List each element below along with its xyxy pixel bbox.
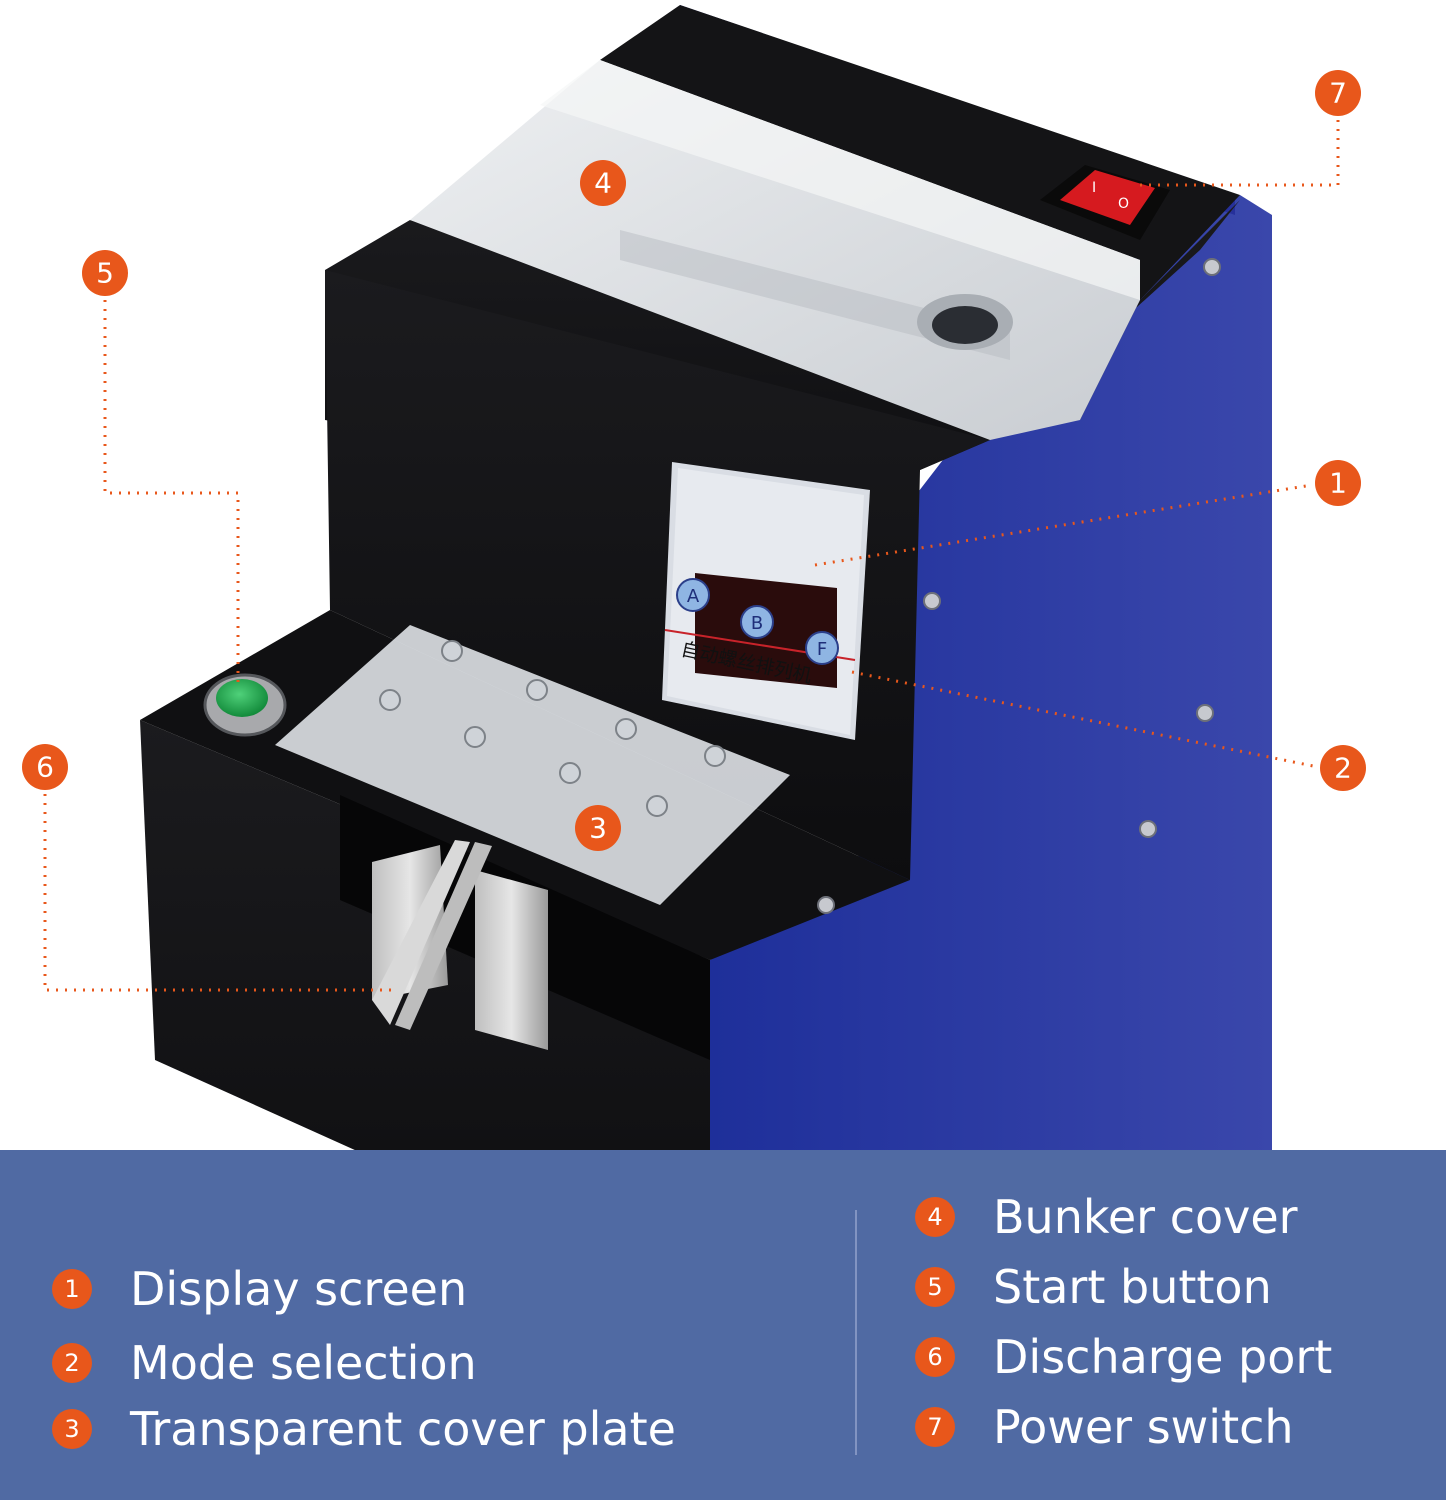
callout-markers: 1 2 3 4 5 6 7 <box>22 70 1366 851</box>
legend-number-badge: 7 <box>915 1407 955 1447</box>
legend-label: Bunker cover <box>993 1190 1298 1244</box>
svg-text:3: 3 <box>589 812 607 845</box>
svg-text:4: 4 <box>594 167 612 200</box>
legend-item-transparent-cover-plate: 3 Transparent cover plate <box>52 1402 676 1456</box>
svg-text:5: 5 <box>96 257 114 290</box>
legend-label: Discharge port <box>993 1330 1333 1384</box>
callout-marker-7: 7 <box>1315 70 1361 116</box>
callout-marker-4: 4 <box>580 160 626 206</box>
legend-label: Power switch <box>993 1400 1294 1454</box>
key-a-button[interactable] <box>676 578 710 612</box>
legend-item-display-screen: 1 Display screen <box>52 1262 467 1316</box>
legend-item-bunker-cover: 4 Bunker cover <box>915 1190 1298 1244</box>
bunker-cover <box>410 60 1140 440</box>
callout-marker-5: 5 <box>82 250 128 296</box>
legend-number-badge: 2 <box>52 1343 92 1383</box>
legend-label: Display screen <box>130 1262 468 1316</box>
legend-panel <box>0 1150 1446 1500</box>
power-switch[interactable]: I O <box>1040 165 1170 240</box>
legend-item-mode-selection: 2 Mode selection <box>52 1336 477 1390</box>
discharge-port <box>372 840 548 1050</box>
legend-item-power-switch: 7 Power switch <box>915 1400 1294 1454</box>
legend-item-discharge-port: 6 Discharge port <box>915 1330 1332 1384</box>
callout-marker-2: 2 <box>1320 745 1366 791</box>
key-b-label: B <box>751 613 763 634</box>
switch-mark-off: O <box>1118 196 1129 212</box>
legend-number-badge: 1 <box>52 1269 92 1309</box>
switch-mark-on: I <box>1092 180 1096 196</box>
key-a-label: A <box>687 586 700 607</box>
legend-label: Mode selection <box>130 1336 477 1390</box>
transparent-cover-plate <box>275 625 790 905</box>
callout-marker-1: 1 <box>1315 460 1361 506</box>
callout-marker-6: 6 <box>22 744 68 790</box>
key-f-button[interactable] <box>805 631 839 665</box>
legend-label: Transparent cover plate <box>130 1402 676 1456</box>
svg-text:7: 7 <box>1329 77 1347 110</box>
svg-text:1: 1 <box>1329 467 1347 500</box>
key-f-label: F <box>817 639 827 660</box>
svg-text:2: 2 <box>1334 752 1352 785</box>
legend-number-badge: 6 <box>915 1337 955 1377</box>
legend-label: Start button <box>993 1260 1272 1314</box>
control-panel: A B F 自动螺丝排列机 <box>662 462 870 740</box>
legend-item-start-button: 5 Start button <box>915 1260 1272 1314</box>
legend-number-badge: 3 <box>52 1409 92 1449</box>
key-b-button[interactable] <box>740 605 774 639</box>
callout-marker-3: 3 <box>575 805 621 851</box>
legend-divider <box>855 1210 857 1455</box>
svg-text:6: 6 <box>36 751 54 784</box>
legend-number-badge: 5 <box>915 1267 955 1307</box>
callout-leader-lines <box>43 117 1340 992</box>
legend-number-badge: 4 <box>915 1197 955 1237</box>
start-button[interactable] <box>203 673 287 737</box>
